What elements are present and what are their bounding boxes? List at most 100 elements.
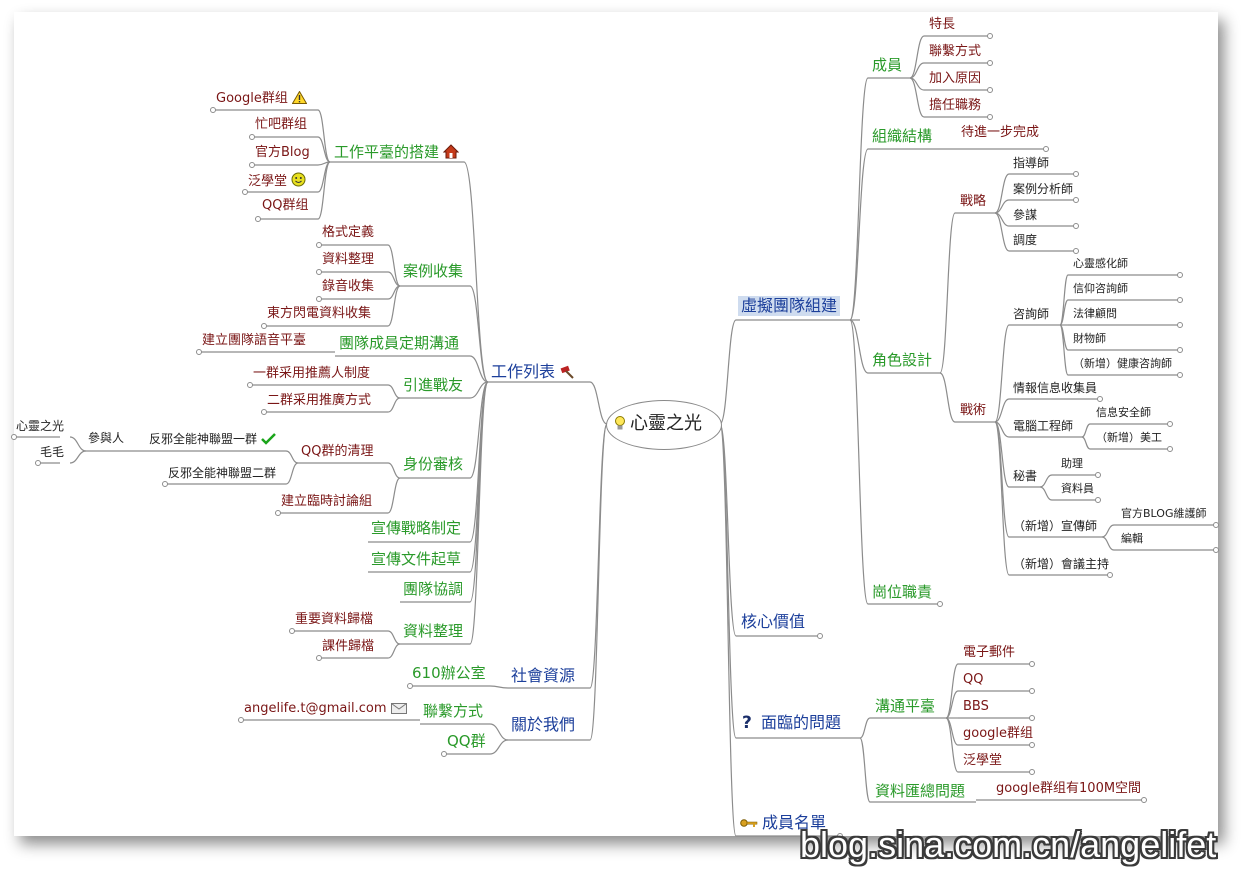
connector <box>849 319 869 374</box>
node-strategy[interactable]: 戰略 <box>960 194 987 209</box>
node-dispatch[interactable]: 調度 <box>1013 233 1038 247</box>
node-org[interactable]: 組織結構 <box>872 127 933 145</box>
node-recruit-1[interactable]: 一群采用推薦人制度 <box>253 366 371 381</box>
node-assistant[interactable]: 助理 <box>1061 457 1083 470</box>
node-finance[interactable]: 財物師 <box>1073 332 1106 345</box>
node-team-comm[interactable]: 團隊成員定期溝通 <box>339 334 460 352</box>
node-fx-group1[interactable]: 反邪全能神聯盟一群 <box>149 433 276 445</box>
node-mentor[interactable]: 指導師 <box>1013 156 1050 170</box>
connector <box>859 737 871 803</box>
node-publicist[interactable]: （新增）宣傳師 <box>1013 519 1098 533</box>
node-host[interactable]: （新增）會議主持 <box>1013 557 1110 571</box>
node-participant-2[interactable]: 毛毛 <box>40 445 65 459</box>
connector <box>387 285 401 327</box>
leaf-end <box>249 162 255 168</box>
node-tactics[interactable]: 戰術 <box>960 403 987 418</box>
node-mangba-group[interactable]: 忙吧群组 <box>255 117 308 132</box>
node-data-item[interactable]: google群组有100M空間 <box>996 781 1142 796</box>
node-problems[interactable]: ?面臨的問題 <box>742 713 842 732</box>
node-promo-strategy[interactable]: 宣傳戰略制定 <box>371 519 462 537</box>
node-case-collect[interactable]: 案例收集 <box>403 262 464 280</box>
node-editor[interactable]: 編輯 <box>1121 532 1143 545</box>
node-comm-google[interactable]: google群组 <box>963 726 1034 741</box>
node-team-coord[interactable]: 團隊協調 <box>403 580 464 598</box>
leaf-end <box>987 60 993 66</box>
node-comm-platform[interactable]: 溝通平臺 <box>875 697 936 715</box>
node-post-duty[interactable]: 崗位職責 <box>872 583 933 601</box>
node-org-item[interactable]: 待進一步完成 <box>961 125 1040 140</box>
node-recruit-2[interactable]: 二群采用推廣方式 <box>267 393 372 408</box>
node-member-reason[interactable]: 加入原因 <box>929 71 982 86</box>
node-social[interactable]: 社會資源 <box>511 666 576 685</box>
node-qq-clean[interactable]: QQ群的清理 <box>301 444 374 459</box>
node-promo-doc[interactable]: 宣傳文件起草 <box>371 550 462 568</box>
node-core-values[interactable]: 核心價值 <box>741 612 806 631</box>
node-data-organize[interactable]: 資料整理 <box>322 252 375 267</box>
node-member-role[interactable]: 擔任職務 <box>929 98 982 113</box>
node-voice-platform[interactable]: 建立團隊語音平臺 <box>202 333 307 348</box>
node-legal-advisor[interactable]: 法律顧問 <box>1073 307 1117 320</box>
node-qq-group[interactable]: QQ群 <box>447 732 486 750</box>
node-east-lightning[interactable]: 東方閃電資料收集 <box>267 306 372 321</box>
node-virtual-team[interactable]: 虛擬團隊組建 <box>738 296 841 316</box>
node-important-archive[interactable]: 重要資料歸檔 <box>295 612 374 627</box>
node-counselor[interactable]: 咨詢師 <box>1013 307 1050 321</box>
node-email[interactable]: angelife.t@gmail.com <box>244 702 407 715</box>
leaf-end <box>1177 347 1183 353</box>
node-courseware-archive[interactable]: 課件歸檔 <box>322 639 375 654</box>
root-node[interactable] <box>606 400 722 450</box>
connector <box>1081 423 1091 438</box>
node-info-security[interactable]: 信息安全師 <box>1096 406 1151 419</box>
node-members[interactable]: 成員 <box>872 56 903 74</box>
node-qq-groups[interactable]: QQ群组 <box>262 198 309 213</box>
node-participants[interactable]: 參與人 <box>88 431 125 445</box>
house-icon <box>443 144 460 159</box>
node-comm-bbs[interactable]: BBS <box>963 699 989 714</box>
node-secretary[interactable]: 秘書 <box>1013 469 1038 483</box>
node-advisor[interactable]: 參謀 <box>1013 208 1038 222</box>
node-member-skill[interactable]: 特長 <box>929 17 956 32</box>
node-temp-group[interactable]: 建立臨時討論組 <box>281 494 373 509</box>
leaf-end <box>196 349 202 355</box>
node-work-list[interactable]: 工作列表 <box>491 364 575 380</box>
node-art-designer[interactable]: （新增）美工 <box>1096 431 1162 444</box>
node-identity[interactable]: 身份審核 <box>403 455 464 473</box>
node-fx-group2[interactable]: 反邪全能神聯盟二群 <box>168 466 277 480</box>
node-member-list[interactable]: 成員名單 <box>740 815 826 831</box>
node-contact[interactable]: 聯繫方式 <box>423 702 484 720</box>
node-format[interactable]: 格式定義 <box>322 225 375 240</box>
node-data-clerk[interactable]: 資料員 <box>1061 482 1094 495</box>
connector <box>994 324 1010 423</box>
node-participant-1[interactable]: 心靈之光 <box>16 419 65 433</box>
connector <box>589 423 608 741</box>
node-heart-healer[interactable]: 心靈感化師 <box>1073 257 1128 270</box>
connector <box>859 717 871 739</box>
node-role-design[interactable]: 角色設計 <box>872 351 933 369</box>
node-blog-maintainer[interactable]: 官方BLOG維護師 <box>1121 507 1207 520</box>
node-comm-fanxuetang[interactable]: 泛學堂 <box>963 753 1003 768</box>
node-fanxuetang[interactable]: 泛學堂 <box>248 172 306 188</box>
node-about[interactable]: 關於我們 <box>511 715 576 734</box>
node-comm-qq[interactable]: QQ <box>963 672 984 687</box>
node-intel[interactable]: 情報信息收集員 <box>1013 381 1098 395</box>
connector <box>719 423 737 637</box>
node-google-group[interactable]: Google群组 <box>216 91 307 105</box>
node-faith-counselor[interactable]: 信仰咨詢師 <box>1073 282 1128 295</box>
connector <box>387 462 401 479</box>
node-recording[interactable]: 錄音收集 <box>322 279 375 294</box>
connector <box>387 384 401 399</box>
connector <box>285 462 299 485</box>
node-health-counselor[interactable]: （新增）健康咨詢師 <box>1073 357 1172 370</box>
node-official-blog[interactable]: 官方Blog <box>255 145 310 160</box>
node-recruit[interactable]: 引進戰友 <box>403 376 464 394</box>
node-platform[interactable]: 工作平臺的搭建 <box>334 144 460 160</box>
node-case-analyst[interactable]: 案例分析師 <box>1013 182 1074 196</box>
node-archive[interactable]: 資料整理 <box>403 622 464 640</box>
node-comm-email[interactable]: 電子郵件 <box>963 645 1016 660</box>
connector <box>387 477 401 514</box>
node-computer-eng[interactable]: 電腦工程師 <box>1013 419 1074 433</box>
node-member-contact[interactable]: 聯繫方式 <box>929 44 982 59</box>
node-office[interactable]: 610辦公室 <box>412 664 486 682</box>
connector <box>719 423 737 837</box>
node-data-summary[interactable]: 資料匯總問題 <box>875 782 966 800</box>
